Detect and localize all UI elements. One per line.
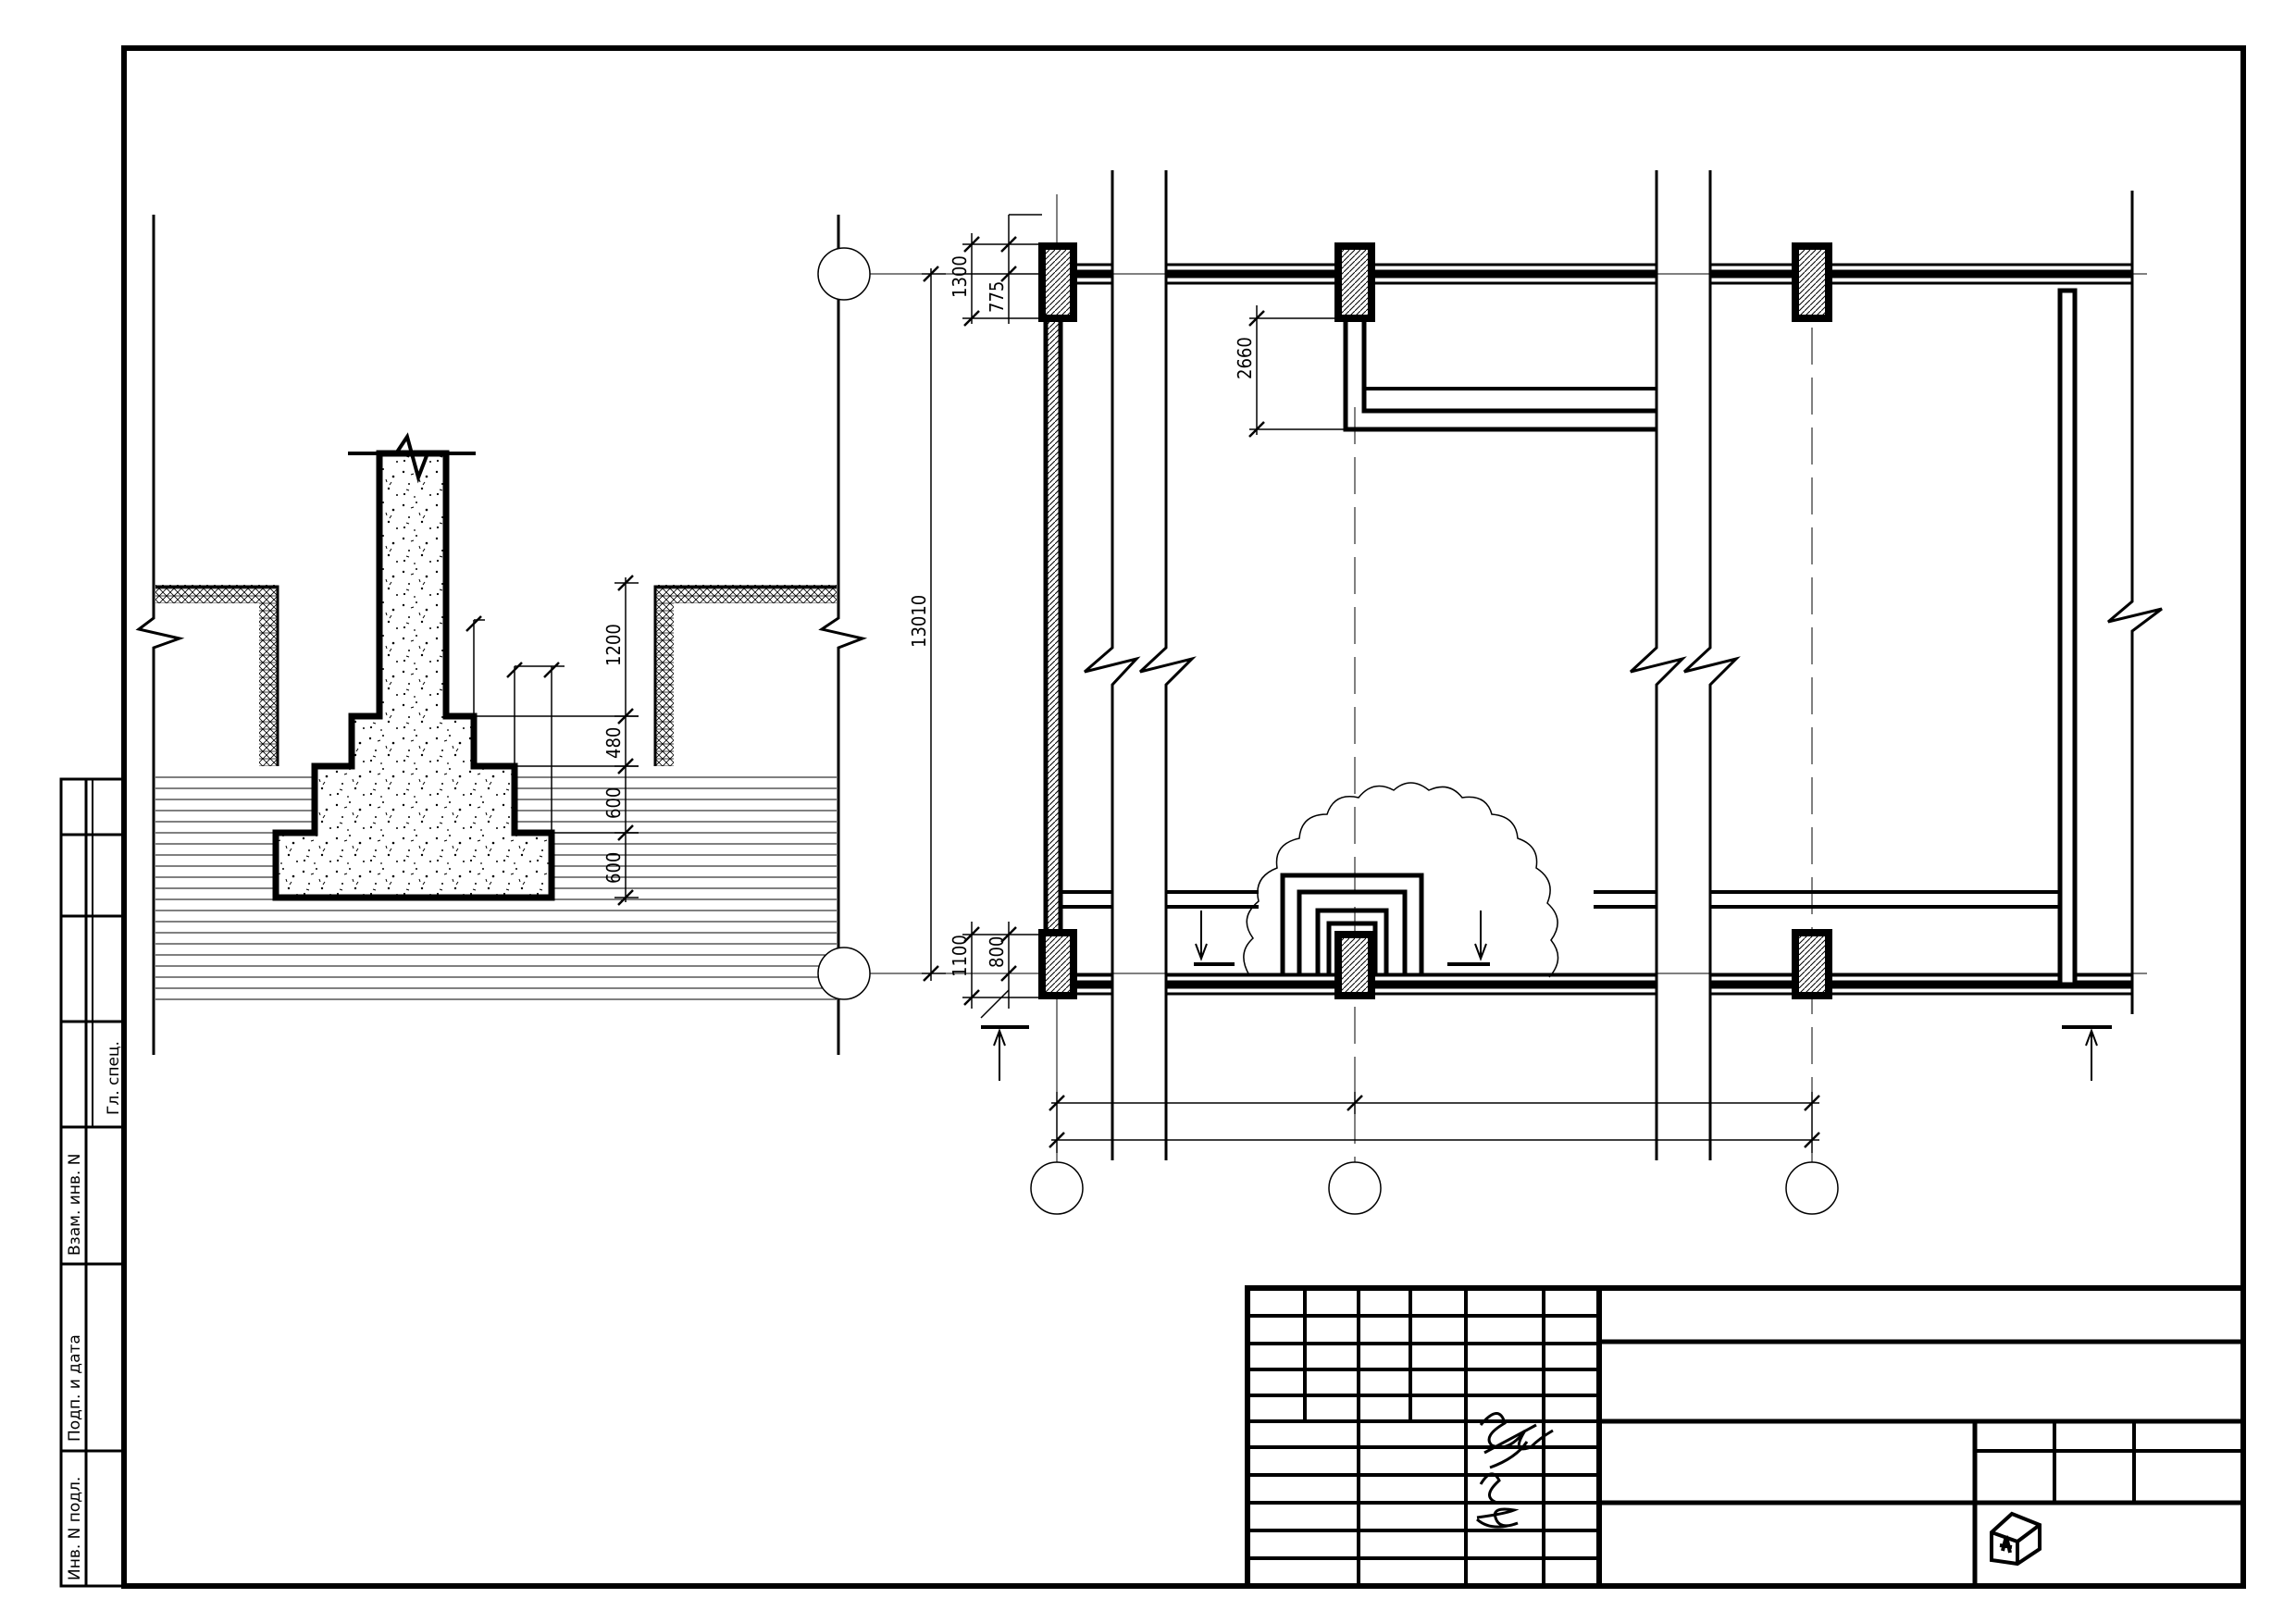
drawing-stroke [963, 926, 980, 943]
drawing-stroke [1476, 1472, 1520, 1529]
column-bottom-right [1792, 929, 1832, 999]
drawing-stroke [1000, 926, 1017, 943]
drawing-stroke [506, 662, 523, 678]
drawing-stroke [923, 965, 939, 982]
drawing-stroke [963, 310, 980, 327]
drawing-stroke [1343, 278, 1657, 432]
drawing-stroke [993, 1028, 1006, 1047]
side-stamp: Взам. инв. N Подп. и дата Инв. N подл. Г… [59, 777, 126, 1588]
side-label-spec: Гл. спец. [105, 1041, 123, 1115]
plan-view: 13010 1300 775 2660 1100 800 [817, 170, 2163, 1215]
foundation-section: 1200 480 600 600 [135, 215, 868, 1055]
column-top-mid [1334, 242, 1375, 322]
title-block [1245, 1285, 2246, 1589]
drawing-stroke [1000, 965, 1017, 982]
drawing-stroke [1084, 170, 1141, 1160]
column-bottom-left [1038, 929, 1077, 999]
plan-dim-1100: 1100 [949, 935, 971, 977]
handwritten-signatures [1476, 1412, 1554, 1529]
plan-dim-2660: 2660 [1234, 337, 1256, 379]
drawing-stroke [1315, 908, 1389, 973]
drawing-stroke [1479, 1412, 1554, 1469]
axis-bubble-top-left [817, 247, 871, 301]
axis-bubble-bottom-left [817, 947, 871, 1000]
drawing-stroke [617, 889, 634, 906]
section-dim-1200: 1200 [602, 624, 625, 666]
drawing-stroke [1043, 271, 1063, 987]
drawing-stroke [259, 585, 278, 766]
plan-dim-13010: 13010 [908, 595, 930, 648]
drawing-stroke [980, 989, 1010, 1019]
drawing-stroke [1000, 236, 1017, 253]
axis-bubble-1 [1030, 1161, 1084, 1215]
drawing-stroke [1297, 889, 1408, 973]
drawing-stroke [1280, 873, 1424, 973]
drawing-stroke [155, 585, 278, 603]
drawing-stroke [1629, 170, 1687, 1160]
drawing-stroke [155, 585, 279, 766]
drawing-stroke [653, 585, 837, 766]
axis-bubble-3 [1785, 1161, 1839, 1215]
section-dim-480: 480 [602, 727, 625, 759]
plan-dim-775: 775 [986, 281, 1008, 313]
drawing-stroke [1474, 943, 1487, 961]
drawing-stroke [963, 236, 980, 253]
drawing-stroke [1000, 266, 1017, 282]
drawing-stroke [1361, 278, 1657, 414]
drawing-stroke [617, 575, 634, 591]
drawing-stroke [1326, 921, 1378, 973]
side-label-vzam: Взам. инв. N [66, 1154, 84, 1256]
section-dim-600-a: 600 [602, 787, 625, 819]
drawing-stroke [543, 662, 560, 678]
drawing-stroke [818, 215, 868, 1055]
drawing-stroke [1245, 1285, 2246, 1589]
drawing-stroke [1138, 170, 1197, 1160]
drawing-stroke [135, 215, 185, 1055]
drawing-stroke [1682, 170, 1741, 1160]
drawing-stroke [348, 432, 476, 484]
company-logo-icon [1990, 1511, 2042, 1567]
side-label-inv: Инв. N подл. [66, 1477, 84, 1580]
drawing-stroke [1049, 1095, 1065, 1111]
revision-cloud [1243, 782, 1559, 978]
drawing-stroke [1049, 1132, 1065, 1148]
section-dimension-chain [465, 575, 639, 906]
plan-dim-800: 800 [986, 936, 1008, 968]
drawing-stroke [1991, 1523, 2042, 1564]
drawing-stroke [1195, 943, 1208, 961]
drawing-stroke [655, 585, 837, 603]
drawing-stroke [1248, 421, 1265, 438]
drawing-stroke [655, 585, 674, 766]
drawing-stroke [2057, 288, 2078, 987]
drawing-stroke [963, 989, 980, 1006]
drawing-stroke [1347, 1095, 1363, 1111]
side-label-podp: Подп. и дата [66, 1334, 84, 1442]
column-top-right [1792, 242, 1832, 322]
column-bottom-mid [1334, 931, 1375, 999]
drawing-stroke [923, 266, 939, 282]
drawing-stroke [465, 615, 482, 632]
column-top-left [1038, 242, 1077, 322]
stepped-footing [272, 450, 555, 901]
axis-bubble-2 [1328, 1161, 1382, 1215]
drawing-stroke [1804, 1095, 1820, 1111]
drawing-stroke [1248, 310, 1265, 327]
plan-dim-1300: 1300 [949, 255, 971, 298]
drawing-stroke [2107, 191, 2163, 1014]
drawing-stroke [1804, 1132, 1820, 1148]
drawing-stroke [2085, 1028, 2098, 1047]
section-dim-600-b: 600 [602, 852, 625, 884]
